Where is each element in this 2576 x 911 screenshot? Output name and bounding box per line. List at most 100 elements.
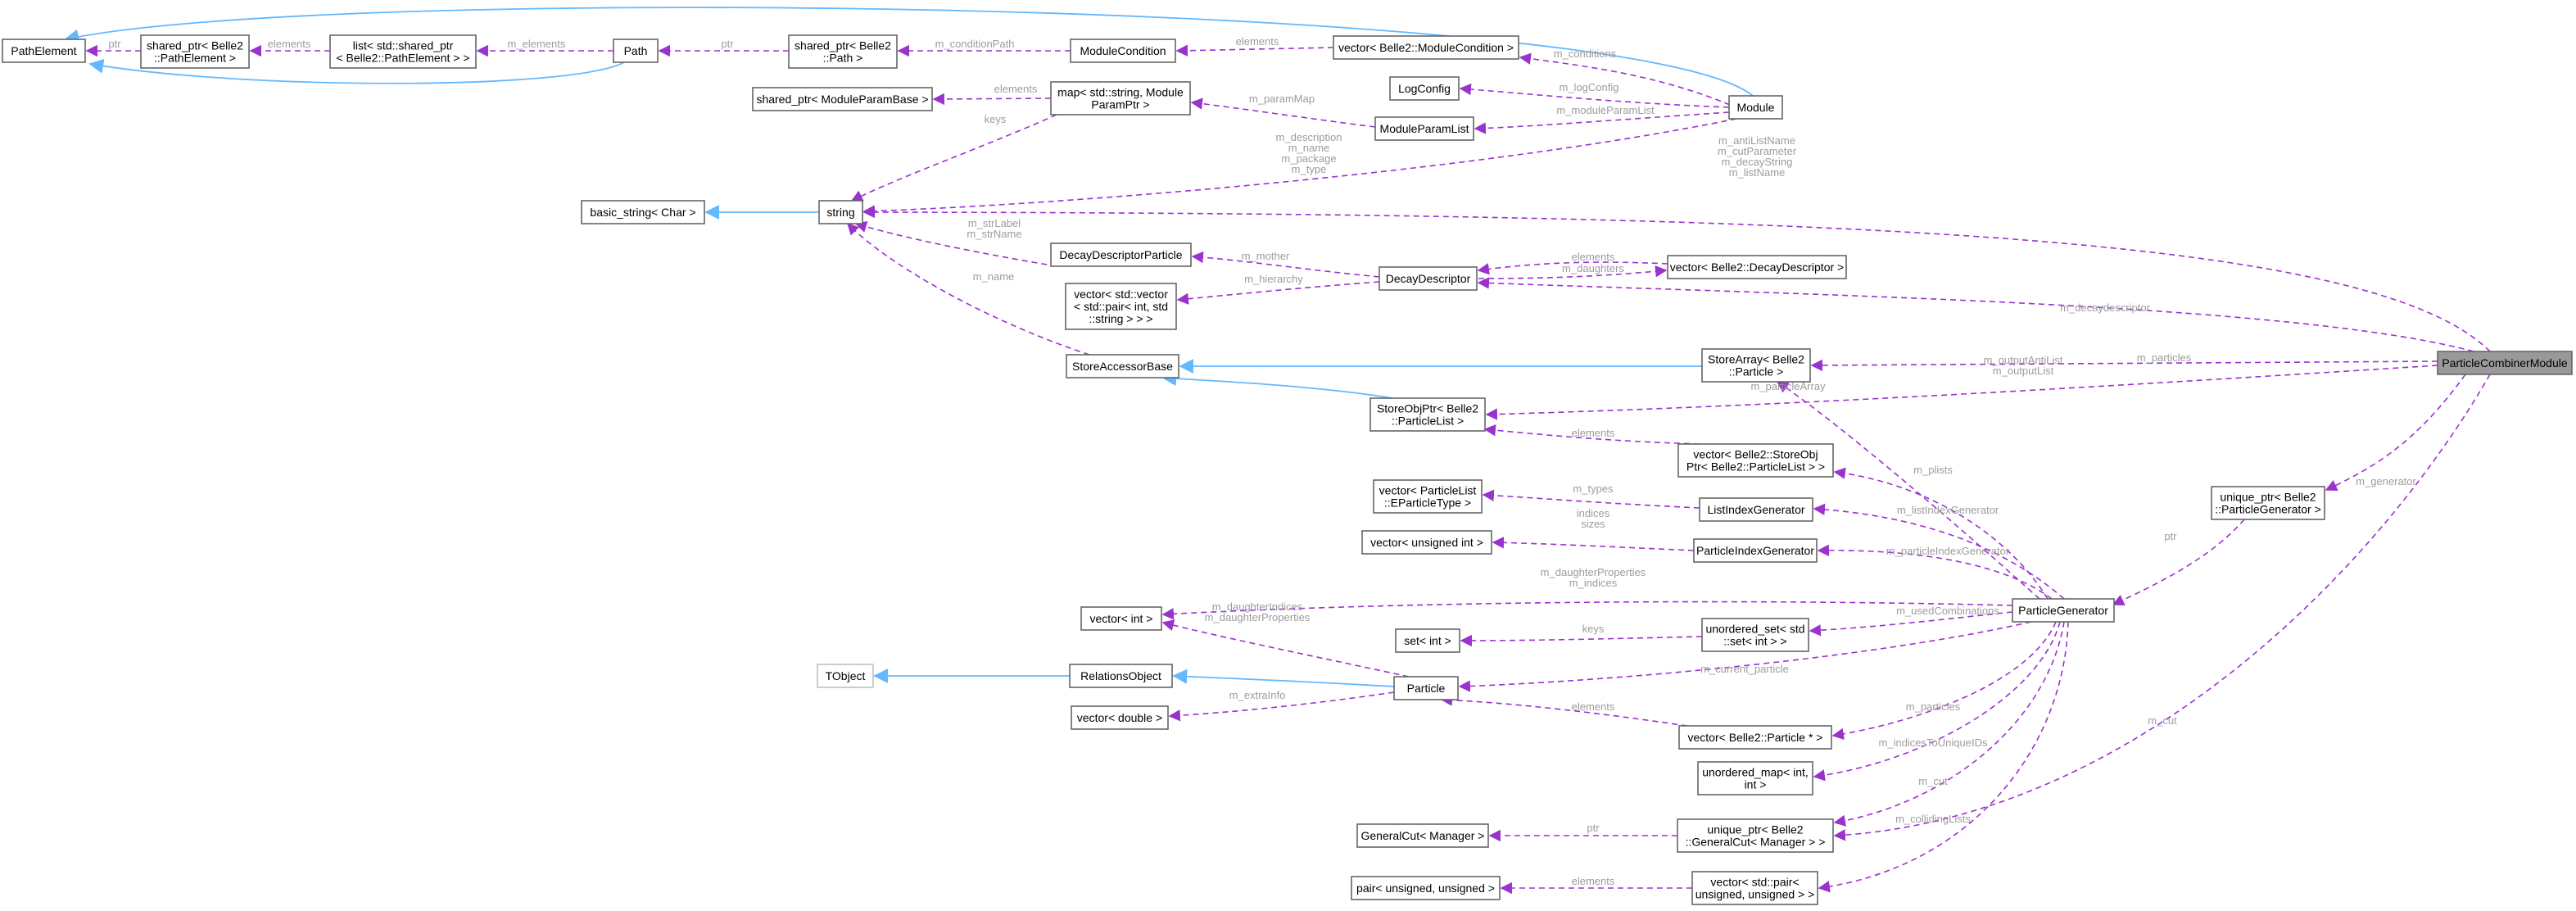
edge-line: [1831, 621, 2057, 741]
inheritance-edge-particle-to-relations-object: [1172, 669, 1395, 687]
edge-line: [64, 7, 1754, 97]
class-node-unique-ptr-general-cut[interactable]: unique_ptr< Belle2::GeneralCut< Manager …: [1677, 818, 1834, 853]
class-node-decay-descriptor[interactable]: DecayDescriptor: [1379, 266, 1478, 291]
class-node-module[interactable]: Module: [1728, 95, 1783, 120]
class-node-particle-combiner-module[interactable]: ParticleCombinerModule: [2437, 351, 2573, 375]
node-box: [1070, 39, 1176, 63]
node-label-line: vector< double >: [1077, 711, 1162, 724]
class-node-vec-unsigned-int[interactable]: vector< unsigned int >: [1361, 530, 1492, 555]
class-node-module-condition[interactable]: ModuleCondition: [1070, 39, 1176, 63]
class-node-store-accessor-base[interactable]: StoreAccessorBase: [1066, 354, 1179, 378]
class-node-sp-path[interactable]: shared_ptr< Belle2::Path >: [788, 34, 898, 69]
node-box: [1333, 35, 1519, 60]
class-node-vec-eparticle-type[interactable]: vector< ParticleList::EParticleType >: [1373, 479, 1483, 514]
node-label-line: vector< int >: [1089, 612, 1152, 625]
node-box: [1066, 354, 1179, 378]
node-label-line: basic_string< Char >: [590, 206, 695, 219]
class-node-vec-decay-descriptor[interactable]: vector< Belle2::DecayDescriptor >: [1667, 255, 1847, 279]
class-node-decay-descriptor-particle[interactable]: DecayDescriptorParticle: [1050, 242, 1192, 267]
class-node-particle-generator[interactable]: ParticleGenerator: [2012, 598, 2115, 623]
edge-label-m-indices-to-unique-ids: m_indicesToUniqueIDs: [1879, 737, 1988, 749]
class-node-sp-path-element[interactable]: shared_ptr< Belle2::PathElement >: [140, 34, 250, 69]
inheritance-edge-store-obj-ptr-particle-list-to-store-accessor-base: [1161, 371, 1393, 399]
class-node-vec-module-condition[interactable]: vector< Belle2::ModuleCondition >: [1333, 35, 1519, 60]
node-label-line: vector< Belle2::StoreObj: [1693, 448, 1818, 461]
usage-edge-particle-generator-to-list-index-generator: [1813, 503, 2065, 600]
node-label-line: ModuleParamList: [1380, 122, 1469, 135]
node-label-line: unique_ptr< Belle2: [2220, 491, 2316, 504]
edge-label-line: m_description: [1276, 131, 1342, 143]
edge-label-keys-set: keys: [1582, 623, 1605, 635]
node-label-line: vector< Belle2::DecayDescriptor >: [1670, 261, 1844, 274]
class-node-vec-int[interactable]: vector< int >: [1080, 606, 1162, 631]
edge-label-line: m_name: [1288, 142, 1330, 154]
class-node-path-element[interactable]: PathElement: [2, 39, 86, 63]
edge-label-elements-path-list: elements: [268, 38, 311, 50]
edge-line: [1161, 371, 1393, 399]
node-label-line: shared_ptr< Belle2: [795, 39, 891, 52]
node-label-line: StoreArray< Belle2: [1708, 353, 1804, 366]
class-node-vec-pair-unsigned[interactable]: vector< std::pair<unsigned, unsigned > >: [1691, 871, 1818, 905]
class-node-vec-pair-int-string[interactable]: vector< std::vector< std::pair< int, std…: [1065, 283, 1177, 330]
usage-edge-decay-descriptor-particle-to-string: [854, 220, 1057, 267]
edge-line: [1818, 621, 2069, 893]
edge-line: [932, 93, 1052, 106]
edge-label-m-param-map: m_paramMap: [1249, 93, 1315, 105]
node-label-line: vector< ParticleList: [1379, 484, 1477, 497]
node-box: [1701, 348, 1811, 383]
node-label-line: ::Particle >: [1729, 365, 1784, 378]
node-box: [1361, 530, 1492, 555]
class-node-sp-module-param-base[interactable]: shared_ptr< ModuleParamBase >: [752, 87, 933, 111]
node-box: [818, 200, 863, 224]
class-node-t-object[interactable]: TObject: [817, 664, 874, 688]
usage-edge-particle-combiner-module-to-store-array-particle: [1810, 359, 2438, 372]
class-node-store-array-particle[interactable]: StoreArray< Belle2::Particle >: [1701, 348, 1811, 383]
node-box: [1071, 705, 1169, 730]
node-label-line: ::ParticleGenerator >: [2215, 503, 2321, 516]
class-node-string[interactable]: string: [818, 200, 863, 224]
class-node-store-obj-ptr-particle-list[interactable]: StoreObjPtr< Belle2::ParticleList >: [1369, 397, 1486, 432]
class-node-list-index-generator[interactable]: ListIndexGenerator: [1699, 497, 1813, 522]
edge-label-m-particles-vec: m_particles: [1906, 700, 1961, 713]
node-box: [1080, 606, 1162, 631]
class-node-relations-object[interactable]: RelationsObject: [1069, 664, 1173, 688]
class-node-list-sp-path-element[interactable]: list< std::shared_ptr< Belle2::PathEleme…: [329, 34, 477, 69]
class-node-unique-ptr-particle-generator[interactable]: unique_ptr< Belle2::ParticleGenerator >: [2211, 486, 2325, 520]
usage-edge-store-accessor-base-to-string: [847, 222, 1090, 356]
node-label-line: int >: [1745, 778, 1767, 791]
class-node-particle[interactable]: Particle: [1393, 676, 1459, 700]
edge-line: [854, 220, 1057, 267]
class-node-vec-double[interactable]: vector< double >: [1071, 705, 1169, 730]
class-node-set-int[interactable]: set< int >: [1395, 628, 1460, 653]
edge-line: [1190, 97, 1376, 128]
node-label: vector< std::pair<unsigned, unsigned > >: [1695, 876, 1815, 901]
node-label: Module: [1737, 101, 1775, 114]
edge-label-line: m_particles: [1906, 700, 1961, 713]
class-node-general-cut-manager[interactable]: GeneralCut< Manager >: [1356, 823, 1489, 848]
class-node-particle-index-generator[interactable]: ParticleIndexGenerator: [1693, 538, 1818, 563]
edge-label-line: elements: [1572, 875, 1615, 887]
edge-line: [88, 58, 625, 84]
edge-label-line: elements: [1572, 700, 1615, 713]
class-node-log-config[interactable]: LogConfig: [1389, 76, 1460, 101]
usage-edge-particle-combiner-module-to-string: [862, 206, 2491, 352]
edge-label-m-cut-module: m_cut: [2148, 714, 2177, 727]
class-node-vec-particle-ptr[interactable]: vector< Belle2::Particle * >: [1678, 725, 1832, 750]
node-label-line: Module: [1737, 101, 1775, 114]
node-label: LogConfig: [1398, 82, 1451, 95]
class-node-pair-unsigned[interactable]: pair< unsigned, unsigned >: [1351, 876, 1501, 900]
edge-line: [1817, 544, 2053, 600]
class-node-path[interactable]: Path: [613, 39, 659, 63]
edge-line: [1161, 601, 2013, 620]
class-node-unordered-map-int-int[interactable]: unordered_map< int,int >: [1697, 761, 1813, 795]
class-node-unordered-set-int[interactable]: unordered_set< std::set< int > >: [1701, 618, 1809, 652]
edge-line: [1175, 44, 1334, 57]
class-node-basic-string[interactable]: basic_string< Char >: [581, 200, 705, 224]
class-node-module-param-list[interactable]: ModuleParamList: [1374, 116, 1474, 141]
